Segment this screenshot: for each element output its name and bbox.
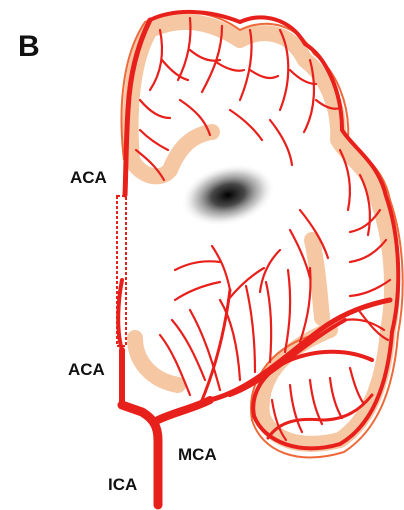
label-ica: ICA — [108, 475, 137, 494]
label-aca-upper: ACA — [70, 168, 107, 187]
label-aca-lower: ACA — [68, 360, 105, 379]
panel-label: B — [18, 30, 40, 63]
label-mca: MCA — [178, 445, 217, 464]
lesion-spot — [174, 154, 282, 235]
vessel-network — [118, 12, 398, 505]
